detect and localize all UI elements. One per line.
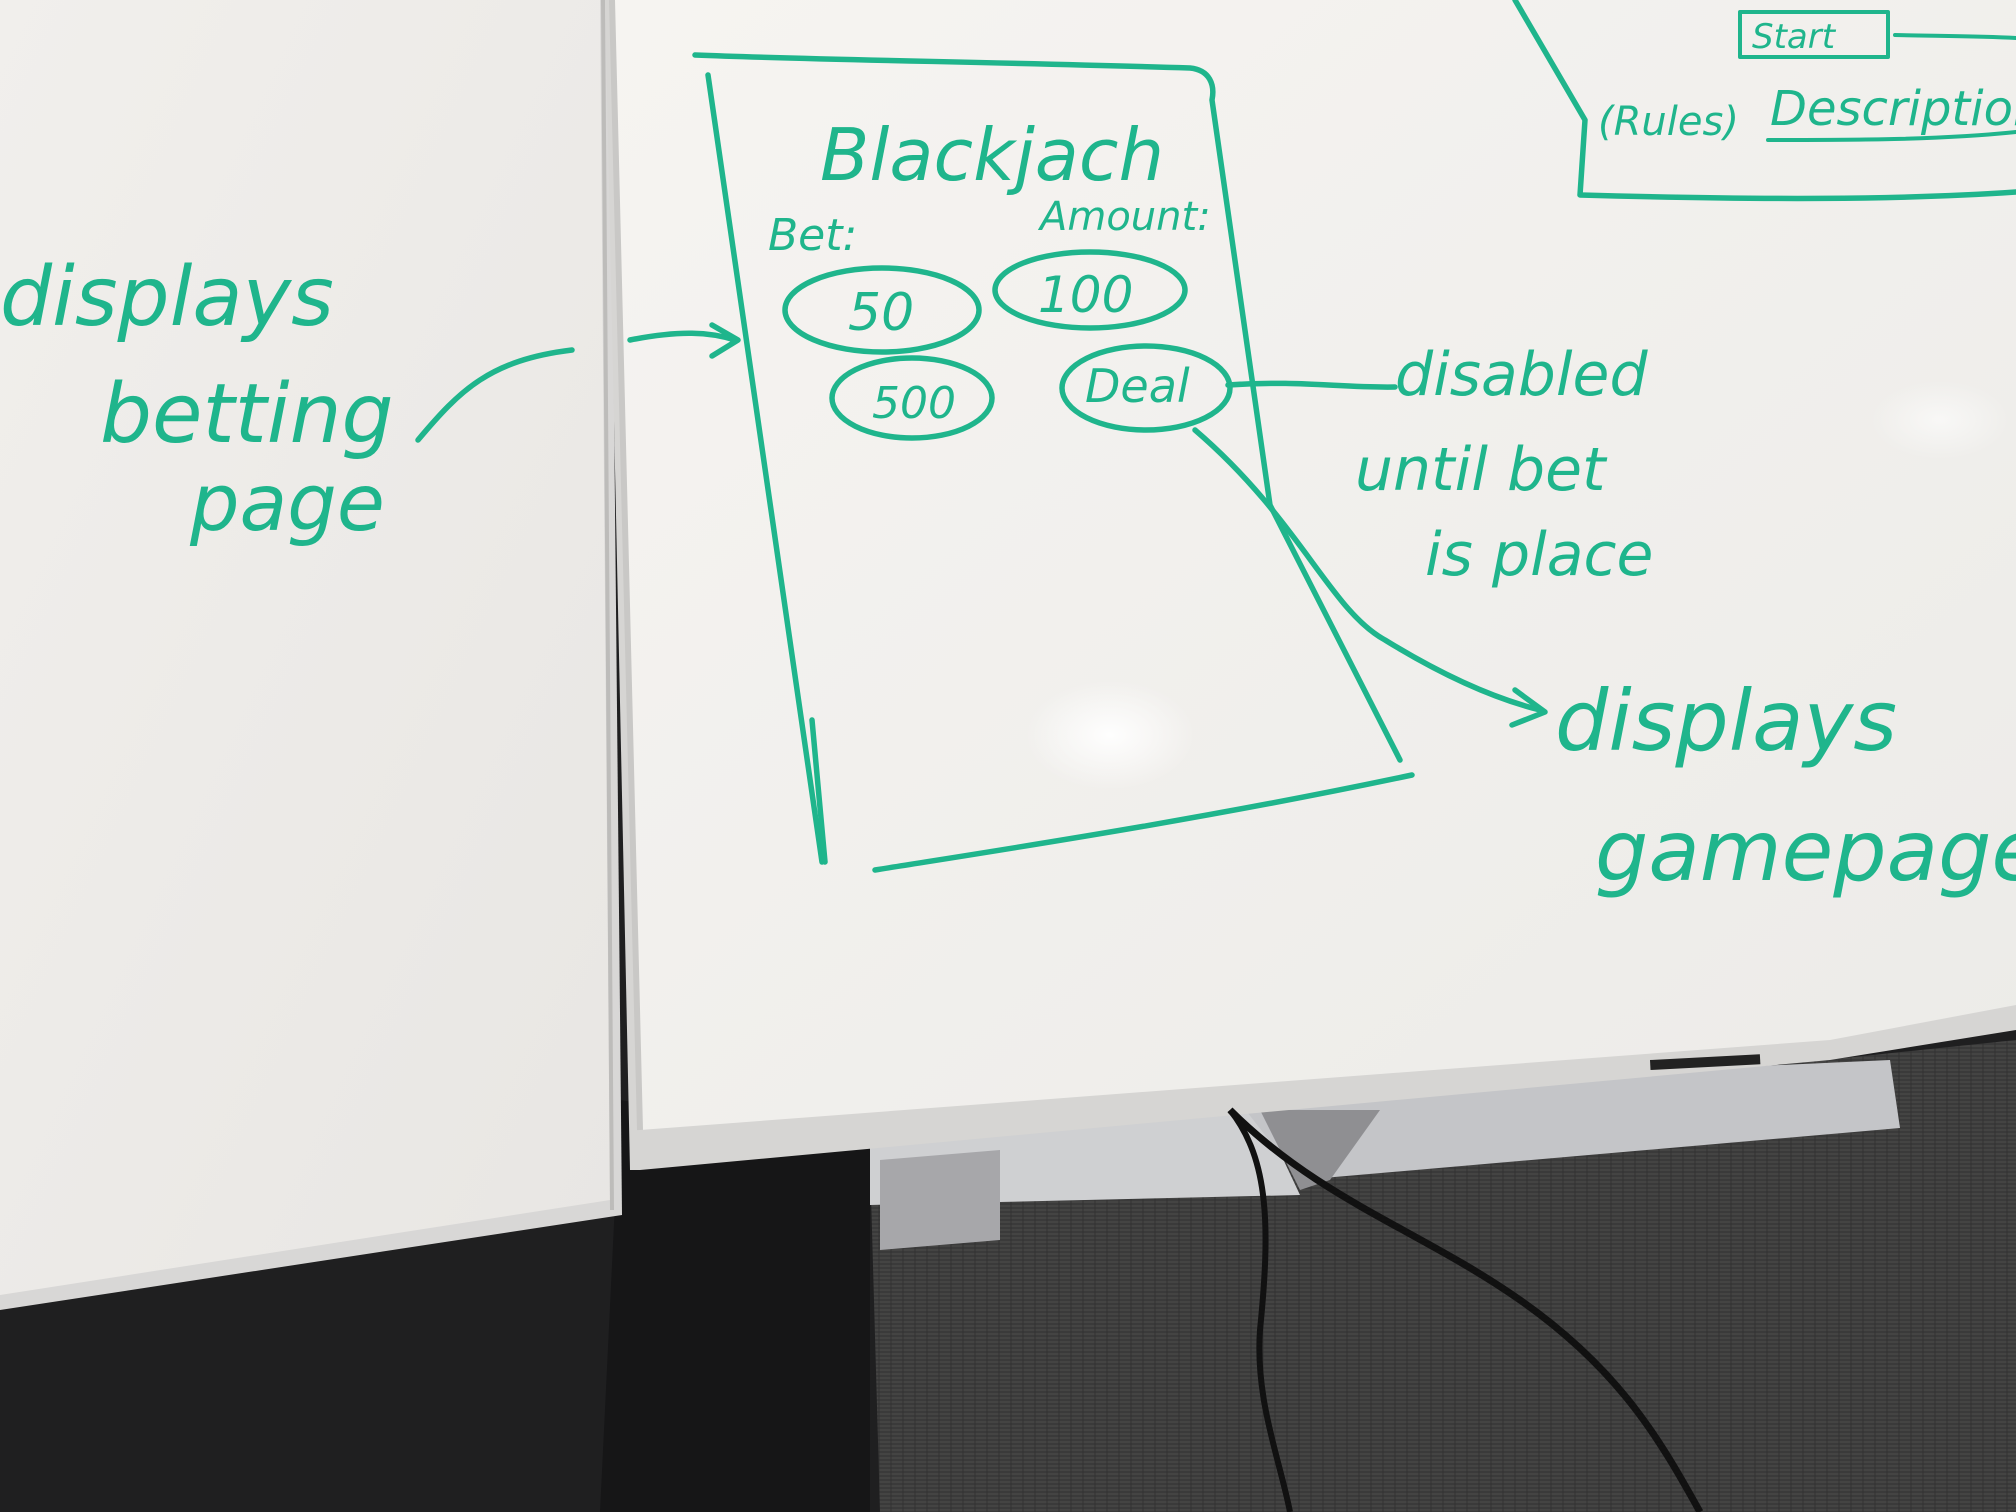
- deal-button-label[interactable]: Deal: [1085, 359, 1190, 413]
- bet-label: Bet:: [768, 210, 857, 261]
- left-arrow-line: [627, 330, 738, 343]
- left-board: [0, 0, 610, 1295]
- deal-note-line2: until bet: [1355, 435, 1608, 505]
- chip-50-outline[interactable]: [782, 265, 982, 355]
- chip-100-label[interactable]: 100: [1038, 266, 1133, 324]
- description-label: Description: [1770, 81, 2016, 137]
- chip-50-label[interactable]: 50: [848, 283, 914, 343]
- result-note-line2: gamepage: [1595, 802, 2016, 900]
- amount-label: Amount:: [1037, 194, 1211, 240]
- start-button-outline[interactable]: [1738, 10, 1890, 59]
- result-note-line1: displays: [1555, 672, 1897, 770]
- power-cable: [1227, 1107, 1704, 1512]
- game-page-arrow: [1192, 427, 1543, 713]
- left-note-line2: betting: [100, 367, 394, 462]
- chip-500-outline[interactable]: [829, 355, 995, 441]
- rules-label: (Rules): [1598, 99, 1739, 145]
- chip-100-outline[interactable]: [992, 249, 1188, 331]
- wireframe-title: Blackjach: [820, 113, 1164, 197]
- wireframe-outline: [692, 52, 1403, 763]
- fragment-outline: [1512, 0, 2016, 202]
- left-connector-line: [415, 347, 575, 443]
- deal-note-line3: is place: [1425, 520, 1653, 590]
- deal-note-line1: disabled: [1395, 340, 1648, 410]
- chip-500-label[interactable]: 500: [872, 378, 956, 429]
- deal-button-outline[interactable]: [1059, 343, 1233, 433]
- start-button-label[interactable]: Start: [1752, 17, 1837, 57]
- light-glare: [1025, 680, 1195, 790]
- left-note-line1: displays: [0, 250, 334, 345]
- left-note-line3: page: [189, 459, 385, 549]
- disabled-connector: [1225, 380, 1398, 390]
